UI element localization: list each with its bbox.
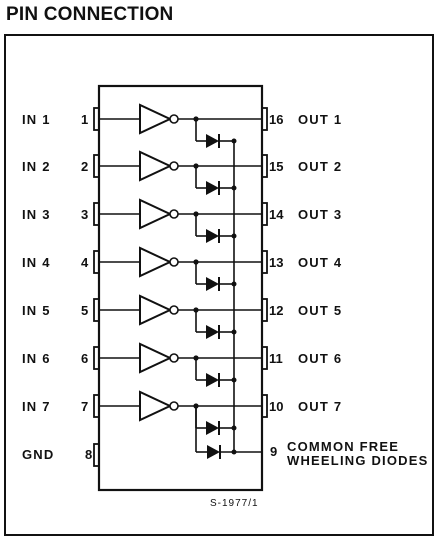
pin-stub-out-4 (261, 250, 268, 274)
pin-number-11: 11 (269, 351, 283, 366)
pin-number-2: 2 (81, 159, 88, 174)
driver-channel-4: IN 4 4 13 OUT 4 (22, 246, 342, 291)
diode-symbol (206, 325, 219, 339)
pin-stub-in-6 (93, 346, 100, 370)
pin-label-common-free: COMMON FREE (287, 439, 399, 454)
pin-number-8: 8 (85, 447, 92, 462)
pin-number-12: 12 (269, 303, 283, 318)
pin-label-in-1: IN 1 (22, 112, 51, 127)
inverter-symbol (139, 246, 173, 278)
pin-stub-in-4 (93, 250, 100, 274)
inverter-symbol (139, 294, 173, 326)
pin-stub-out-2 (261, 154, 268, 178)
pin-stub-in-3 (93, 202, 100, 226)
pin-stub-out-7 (261, 394, 268, 418)
pin-number-6: 6 (81, 351, 88, 366)
pin-stub-out-1 (261, 107, 268, 131)
pin-number-9: 9 (270, 444, 277, 459)
driver-channel-7: IN 7 7 10 OUT 7 (22, 390, 342, 435)
diode-symbol (206, 134, 219, 148)
pin-label-gnd: GND (22, 447, 55, 462)
inverter-symbol (139, 342, 173, 374)
common-diode (195, 407, 262, 459)
pin-number-5: 5 (81, 303, 88, 318)
driver-channel-2: IN 2 2 15 OUT 2 (22, 150, 342, 195)
pin-stub-out-6 (261, 346, 268, 370)
driver-channel-5: IN 5 5 12 OUT 5 (22, 294, 342, 339)
pin-number-1: 1 (81, 112, 88, 127)
driver-channel-6: IN 6 6 11 OUT 6 (22, 342, 342, 387)
pin-stub-gnd (93, 443, 100, 467)
diode-symbol (206, 277, 219, 291)
pin-label-wheeling-diodes: WHEELING DIODES (287, 453, 429, 468)
pin-number-15: 15 (269, 159, 283, 174)
pin-stub-in-1 (93, 107, 100, 131)
pin-number-3: 3 (81, 207, 88, 222)
pin-label-out-7: OUT 7 (298, 399, 342, 414)
pin-stub-in-7 (93, 394, 100, 418)
pin-number-4: 4 (81, 255, 89, 270)
pin-label-out-4: OUT 4 (298, 255, 342, 270)
diode-symbol (206, 229, 219, 243)
pin-label-out-1: OUT 1 (298, 112, 342, 127)
diagram-frame (4, 34, 434, 536)
diode-symbol (206, 421, 219, 435)
ic-body (97, 84, 264, 492)
pin-label-in-6: IN 6 (22, 351, 51, 366)
pin-label-in-3: IN 3 (22, 207, 51, 222)
diode-symbol (206, 181, 219, 195)
pin-stub-out-3 (261, 202, 268, 226)
inverter-symbol (139, 198, 173, 230)
pin-number-13: 13 (269, 255, 283, 270)
pin-number-14: 14 (269, 207, 284, 222)
pin-label-in-5: IN 5 (22, 303, 51, 318)
driver-channel-1: IN 1 1 16 OUT 1 (22, 103, 342, 148)
pin-label-out-5: OUT 5 (298, 303, 342, 318)
pin-label-in-2: IN 2 (22, 159, 51, 174)
inverter-symbol (139, 150, 173, 182)
pin-number-16: 16 (269, 112, 283, 127)
pin-number-7: 7 (81, 399, 88, 414)
pin-label-in-7: IN 7 (22, 399, 51, 414)
pin-number-10: 10 (269, 399, 283, 414)
pin-label-out-3: OUT 3 (298, 207, 342, 222)
inverter-symbol (139, 103, 173, 135)
pin-label-in-4: IN 4 (22, 255, 51, 270)
pin-stub-in-2 (93, 154, 100, 178)
driver-channel-3: IN 3 3 14 OUT 3 (22, 198, 342, 243)
inverter-symbol (139, 390, 173, 422)
section-heading: PIN CONNECTION (6, 4, 174, 25)
pin-label-out-6: OUT 6 (298, 351, 342, 366)
diode-symbol (206, 373, 219, 387)
pin-stub-in-5 (93, 298, 100, 322)
drawing-reference: S-1977/1 (210, 498, 259, 509)
pin-label-out-2: OUT 2 (298, 159, 342, 174)
pin-stub-out-5 (261, 298, 268, 322)
